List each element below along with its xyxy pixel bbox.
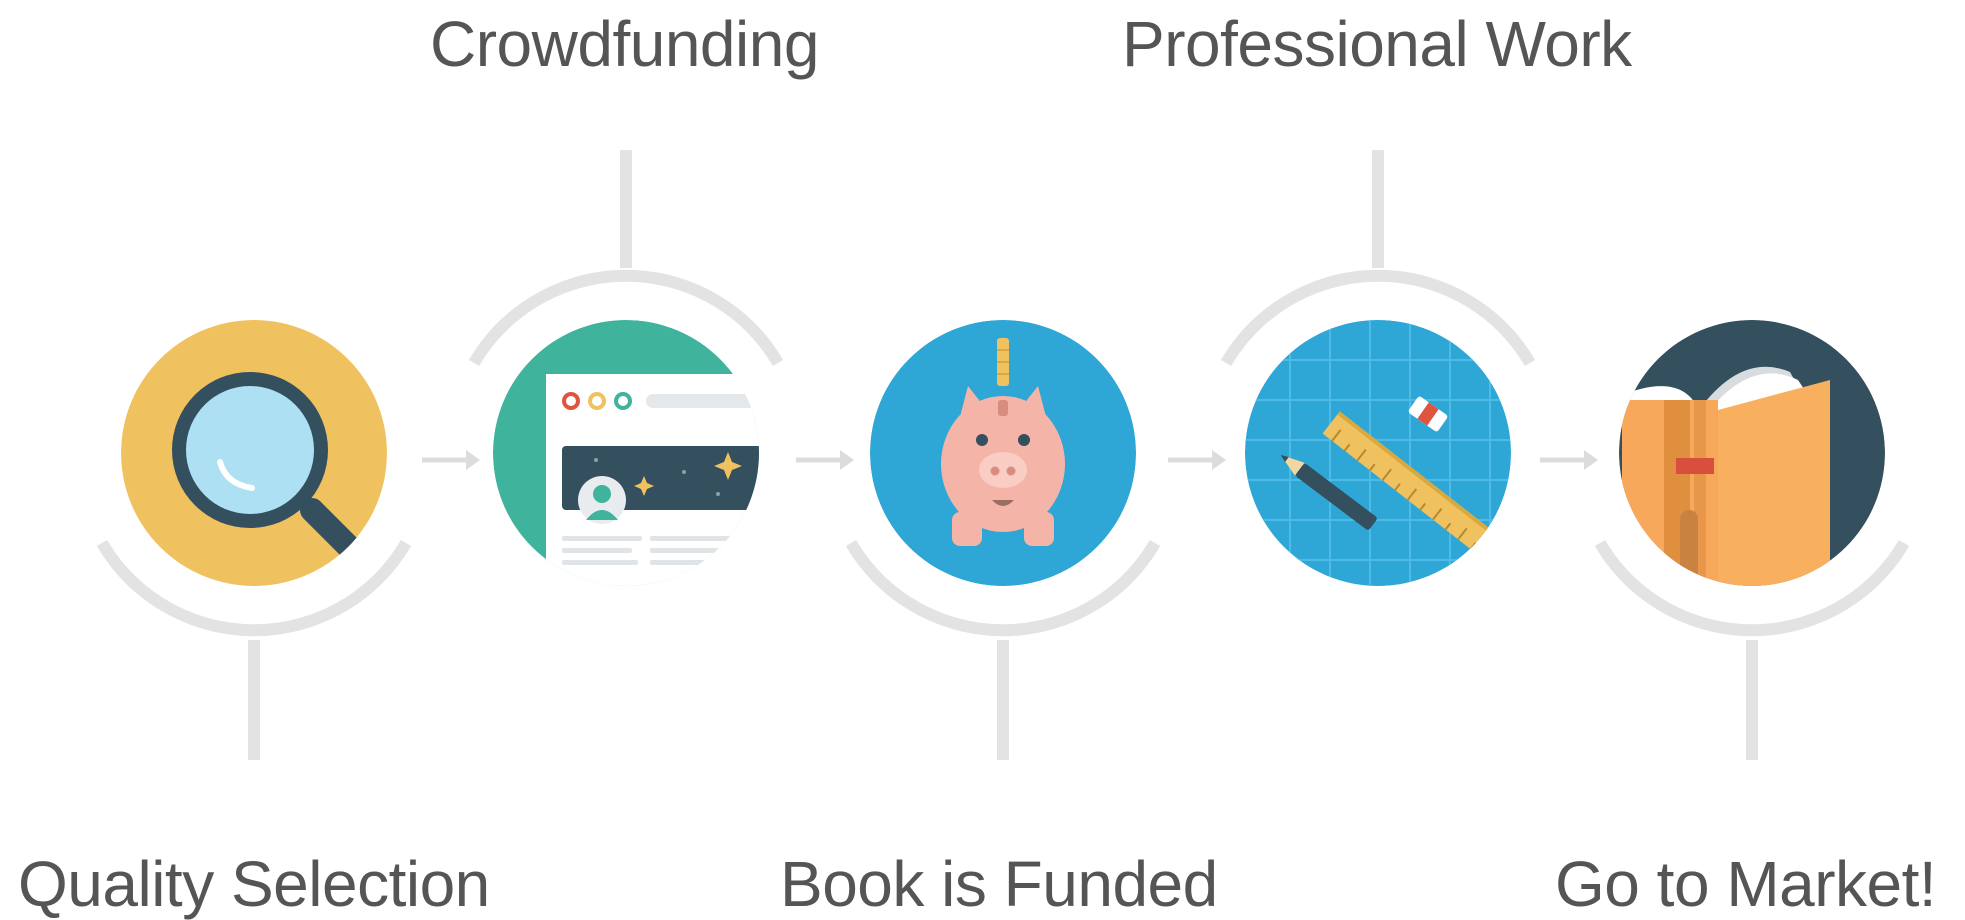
arc-step-2 — [468, 269, 784, 367]
arrow-2-3 — [796, 450, 854, 470]
arc-step-3 — [845, 539, 1161, 637]
step-label-quality-selection: Quality Selection — [18, 848, 490, 920]
arc-step-1 — [96, 539, 412, 637]
arrow-1-2 — [422, 450, 480, 470]
piggy-bank-icon — [870, 320, 1136, 586]
arrow-3-4 — [1168, 450, 1226, 470]
arrows — [422, 450, 1598, 470]
arc-step-4 — [1220, 269, 1536, 367]
step-label-go-to-market: Go to Market! — [1555, 848, 1937, 920]
connectors — [96, 150, 1910, 760]
arc-step-5 — [1594, 539, 1910, 637]
book-icon — [1619, 320, 1885, 586]
step-label-professional-work: Professional Work — [1122, 8, 1632, 80]
step-label-crowdfunding: Crowdfunding — [430, 8, 819, 80]
step-label-book-is-funded: Book is Funded — [780, 848, 1218, 920]
browser-window-icon — [493, 320, 759, 586]
magnifying-glass-icon — [121, 320, 387, 586]
ruler-pencil-icon — [1245, 320, 1511, 586]
arrow-4-5 — [1540, 450, 1598, 470]
